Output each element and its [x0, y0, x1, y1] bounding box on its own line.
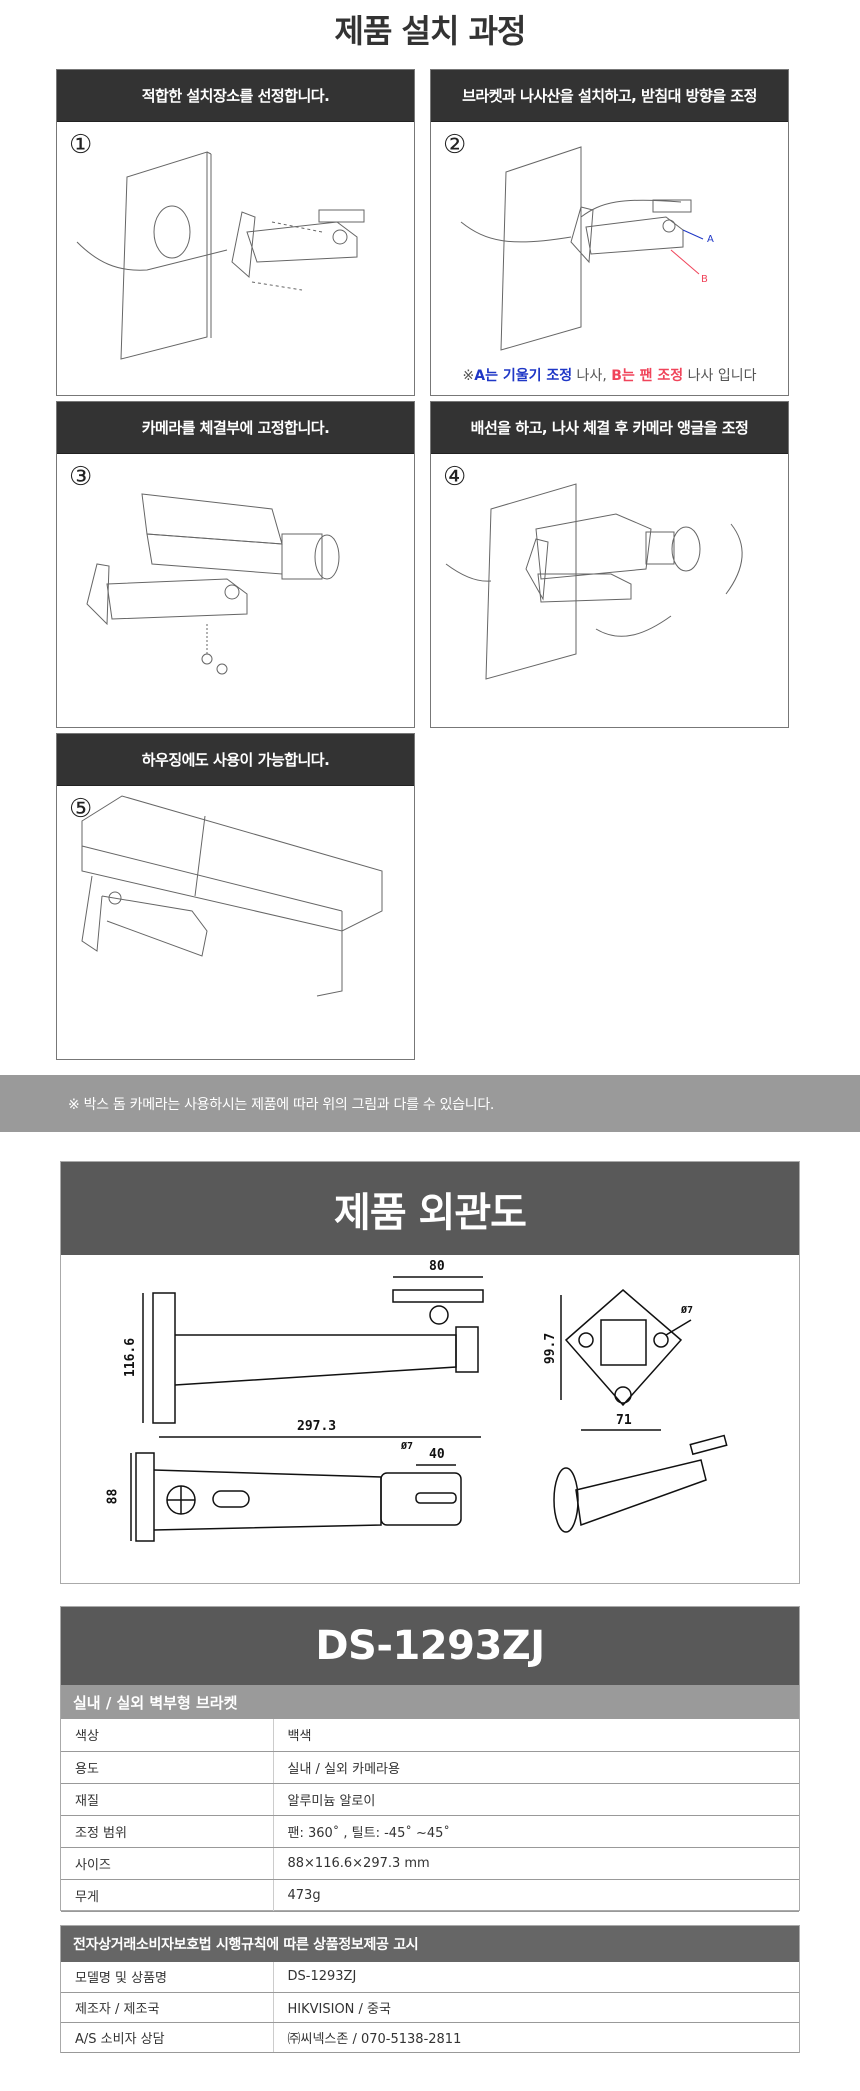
step-number-1: ①	[69, 130, 93, 160]
dim-top-width: 88	[105, 1488, 121, 1505]
spec-label: 재질	[61, 1783, 274, 1816]
notice-value: DS-1293ZJ	[273, 1962, 799, 1993]
spec-label: 조정 범위	[61, 1815, 274, 1848]
step-number-3: ③	[69, 462, 93, 492]
notice-value: HIKVISION / 중국	[273, 1992, 799, 2023]
technical-drawing	[130, 1276, 728, 1542]
step-4-card: 배선을 하고, 나사 체결 후 카메라 앵글을 조정 ④	[430, 401, 789, 728]
spec-label: 용도	[61, 1751, 274, 1784]
spec-label: 사이즈	[61, 1847, 274, 1880]
spec-value: 실내 / 실외 카메라용	[273, 1751, 799, 1784]
notice-value: ㈜씨넥스존 / 070-5138-2811	[273, 2022, 799, 2053]
step-1-card: 적합한 설치장소를 선정합니다. ①	[56, 69, 415, 396]
note-suffix: 나사 입니다	[683, 368, 757, 384]
spec-label: 색상	[61, 1719, 274, 1752]
note-pan-screw: B는 팬 조정	[611, 368, 684, 384]
label-b: B	[701, 274, 708, 285]
model-title: DS-1293ZJ	[61, 1607, 799, 1685]
note-mid: 나사,	[572, 368, 612, 384]
spec-value: 473g	[273, 1879, 799, 1912]
bracket-adjust-illustration: A B	[460, 146, 714, 351]
step-4-title: 배선을 하고, 나사 체결 후 카메라 앵글을 조정	[431, 402, 788, 454]
spec-value: 팬: 360˚ , 틸트: -45˚ ~45˚	[273, 1815, 799, 1848]
step-3-title: 카메라를 체결부에 고정합니다.	[57, 402, 414, 454]
spec-value: 백색	[273, 1719, 799, 1752]
dim-top-hole: Ø7	[401, 1441, 414, 1452]
step-number-5: ⑤	[69, 794, 93, 824]
note-prefix: ※	[462, 368, 475, 384]
product-info-notice: 전자상거래소비자보호법 시행규칙에 따른 상품정보제공 고시 모델명 및 상품명…	[60, 1925, 800, 2053]
step-2-card: 브라켓과 나사산을 설치하고, 받침대 방향을 조정 A B ② ※A는 기울기…	[430, 69, 789, 396]
notice-label: 제조자 / 제조국	[61, 1992, 274, 2023]
step-2-title: 브라켓과 나사산을 설치하고, 받침대 방향을 조정	[431, 70, 788, 122]
dim-mount-width: 80	[429, 1259, 445, 1274]
spec-value: 88×116.6×297.3 mm	[273, 1847, 799, 1880]
notice-title: 전자상거래소비자보호법 시행규칙에 따른 상품정보제공 고시	[61, 1926, 799, 1962]
step-number-4: ④	[443, 462, 467, 492]
note-tilt-screw: A는 기울기 조정	[474, 368, 573, 384]
exterior-section: 제품 외관도	[60, 1161, 800, 1584]
adjustment-note: ※A는 기울기 조정 나사, B는 팬 조정 나사 입니다	[431, 365, 788, 385]
step-number-2: ②	[443, 130, 467, 160]
step-5-title: 하우징에도 사용이 가능합니다.	[57, 734, 414, 786]
page-title: 제품 설치 과정	[334, 12, 527, 50]
dim-front-width: 71	[616, 1413, 632, 1428]
dim-top-slot: 40	[429, 1447, 445, 1462]
spec-label: 무게	[61, 1879, 274, 1912]
label-a: A	[707, 234, 714, 245]
notice-label: 모델명 및 상품명	[61, 1962, 274, 1993]
dim-front-height: 99.7	[543, 1332, 559, 1365]
dim-side-height: 116.6	[123, 1337, 139, 1378]
camera-angle-illustration	[445, 483, 743, 680]
step-1-title: 적합한 설치장소를 선정합니다.	[57, 70, 414, 122]
dimension-drawings: 80 116.6 297.3 99.7 71 Ø7 88 40 Ø7	[61, 1255, 799, 1584]
exterior-title: 제품 외관도	[61, 1162, 799, 1255]
spec-value: 알루미늄 알로이	[273, 1783, 799, 1816]
dim-side-length: 297.3	[297, 1419, 337, 1434]
wall-bracket-illustration	[76, 151, 365, 360]
spec-subtitle: 실내 / 실외 벽부형 브라켓	[61, 1685, 799, 1719]
dim-front-hole: Ø7	[681, 1305, 694, 1316]
notice-label: A/S 소비자 상담	[61, 2022, 274, 2053]
notice-band: ※ 박스 돔 카메라는 사용하시는 제품에 따라 위의 그림과 다를 수 있습니…	[0, 1075, 860, 1132]
table-row: A/S 소비자 상담㈜씨넥스존 / 070-5138-2811	[61, 2022, 799, 2053]
step-5-card: 하우징에도 사용이 가능합니다. ⑤	[56, 733, 415, 1060]
camera-mount-illustration	[86, 493, 340, 675]
step-3-card: 카메라를 체결부에 고정합니다. ③	[56, 401, 415, 728]
housing-illustration	[81, 795, 383, 997]
